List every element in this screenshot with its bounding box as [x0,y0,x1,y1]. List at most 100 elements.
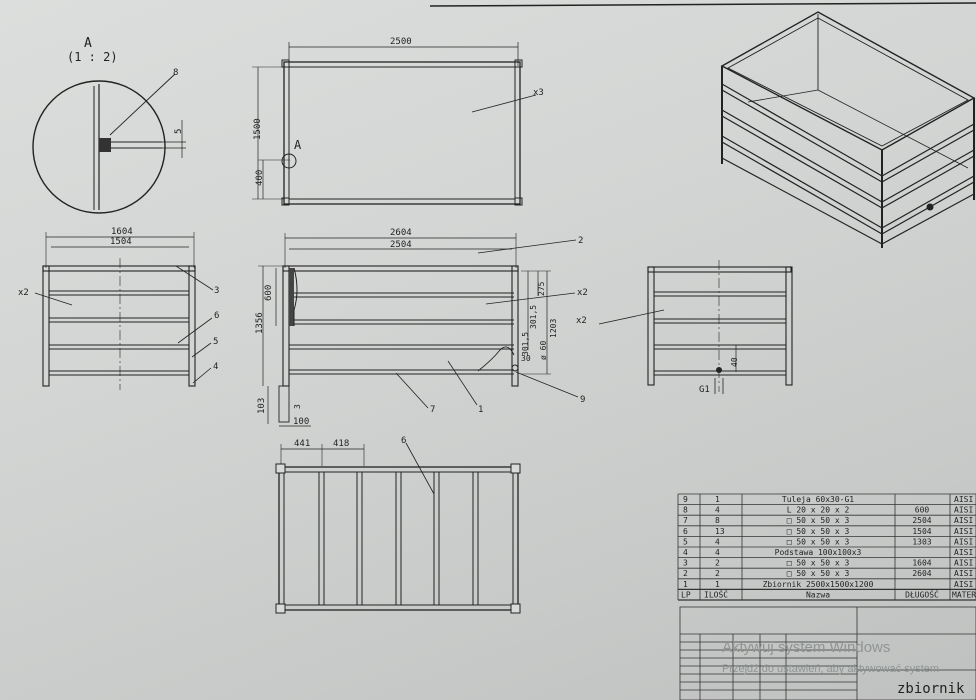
parts-header-qty: ILOŚĆ [704,588,728,599]
front-angle-bracket [289,268,294,326]
parts-row-qty: 8 [715,516,720,525]
bottom-view: 441 418 6 [275,436,521,614]
detail-dim-5: 5 [174,129,184,134]
parts-row-name: L 20 x 20 x 2 [787,506,850,515]
front-label-2: 2 [578,236,583,246]
parts-row-material: AISI 3 [954,569,976,578]
side-view: 1604 1504 x2 3 6 5 4 [18,227,219,390]
side-outer-dim: 1604 [111,227,133,237]
bottom-dim-418: 418 [333,439,349,449]
parts-row-material: AISI 3 [954,559,976,568]
title-block [679,606,976,700]
top-detail-mark: A [294,138,302,152]
parts-row-lp: 7 [683,516,688,525]
parts-row-name: Zbiornik 2500x1500x1200 [763,580,874,589]
frame-top-line [429,2,976,7]
parts-row-qty: 4 [715,506,720,515]
isometric-view [720,11,976,248]
top-height-dim: 1500 [253,118,263,140]
parts-row-name: Podstawa 100x100x3 [775,548,862,557]
front-outer-dim: 2604 [390,228,412,238]
title-block-name: zbiornik [897,681,965,697]
front-label-1: 1 [478,405,483,415]
parts-row-name: Tuleja 60x30-G1 [782,495,854,504]
side-label-3: 3 [214,286,219,296]
side-inner-dim: 1504 [110,237,132,247]
top-width-dim: 2500 [390,37,412,47]
bottom-dim-441: 441 [294,439,310,449]
parts-row-material: AISI 3 [954,527,976,536]
parts-row-lp: 4 [683,548,688,557]
parts-header-lp: LP [681,590,691,599]
top-count: x3 [533,88,544,98]
parts-row-name: □ 50 x 50 x 3 [787,569,850,578]
parts-row-qty: 4 [715,548,720,557]
parts-row-name: □ 50 x 50 x 3 [787,516,850,525]
parts-row-qty: 1 [715,580,720,589]
bottom-frame [278,466,519,611]
front-tube-dim: 600 [264,285,274,301]
parts-row-lp: 6 [683,527,688,536]
parts-row-qty: 4 [715,537,720,546]
detail-weld [99,138,111,152]
parts-row-lp: 5 [683,537,688,546]
parts-row-length: 600 [915,506,930,515]
detail-scale: (1 : 2) [67,50,118,64]
top-offset-dim: 400 [255,170,265,186]
side-label-4: 4 [213,362,218,372]
front-foot-width: 100 [293,417,309,427]
parts-row-material: AISI 3 [954,516,976,525]
parts-row-lp: 1 [683,580,688,589]
parts-row-material: AISI 3 [954,506,976,515]
parts-row-length: 1504 [912,527,931,536]
parts-header-length: DŁUGOŚĆ [905,588,939,599]
parts-row-name: □ 50 x 50 x 3 [787,537,850,546]
parts-row-lp: 8 [683,506,688,515]
end-view: 40 G1 x2 [576,260,793,395]
parts-row-qty: 13 [715,527,725,536]
detail-callout-8: 8 [173,68,178,78]
parts-row-material: AISI 3 [954,495,976,504]
end-count: x2 [576,316,587,326]
parts-header-material: MATER [952,590,976,599]
detail-letter: A [84,36,92,51]
front-dim-1203: 1203 [549,319,558,338]
parts-row-qty: 1 [715,495,720,504]
front-view: 2604 2504 1356 600 103 100 3 275 301,5 3… [255,228,588,427]
detail-a: A (1 : 2) 8 5 [32,36,186,214]
parts-row-length: 1303 [912,537,931,546]
parts-row-name: □ 50 x 50 x 3 [787,527,850,536]
parts-row-name: □ 50 x 50 x 3 [787,559,850,568]
top-view: 2500 1500 400 A x3 [252,37,544,206]
parts-row-lp: 3 [683,559,688,568]
parts-row-length: 2604 [912,569,931,578]
top-outer-rect [283,61,521,205]
parts-row-qty: 2 [715,559,720,568]
activation-watermark-title: Aktywuj system Windows [722,639,890,656]
front-count: x2 [577,288,588,298]
side-label-5: 5 [213,337,218,347]
activation-watermark-subtitle: Przejdź do ustawień, aby aktywować syste… [722,663,939,675]
side-count: x2 [18,288,29,298]
front-dim-301a: 301,5 [529,305,538,329]
side-label-6: 6 [214,311,219,321]
front-label-9: 9 [580,395,585,405]
parts-row-material: AISI 3 [954,580,976,589]
parts-header-name: Nazwa [806,590,830,599]
detail-a-marker [281,153,297,169]
front-dim-275: 275 [537,281,546,296]
front-d60: ø 60 [539,341,548,360]
parts-row-lp: 9 [683,495,688,504]
parts-row-length: 1604 [912,559,931,568]
parts-row-material: AISI 3 [954,548,976,557]
end-g1: G1 [699,385,710,395]
end-dim-40: 40 [730,357,739,367]
parts-row-lp: 2 [683,569,688,578]
front-d30: 30 [521,354,531,363]
front-label-7: 7 [430,405,435,415]
front-inner-dim: 2504 [390,240,412,250]
detail-circle [32,80,166,214]
